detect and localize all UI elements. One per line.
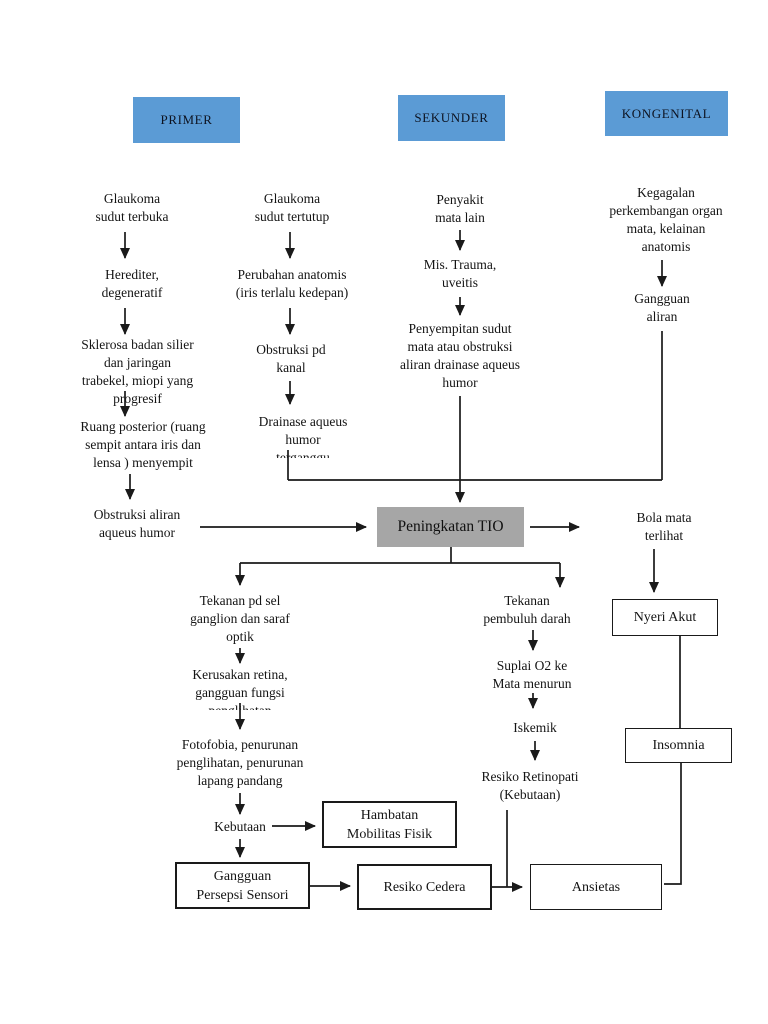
box-hambatan-mobilitas-fisik: Hambatan Mobilitas Fisik [322, 801, 457, 848]
line-insomnia-ansietas [664, 763, 682, 885]
node-kebutaan: Kebutaan [214, 819, 266, 834]
node-tekanan-pembuluh-darah: Tekanan pembuluh darah [483, 593, 571, 626]
node-glaukoma-sudut-tertutup: Glaukoma sudut tertutup [254, 191, 330, 224]
node-peningkatan-tio: Peningkatan TIO [377, 507, 524, 547]
node-herediter-degeneratif: Herediter, degeneratif [101, 267, 163, 300]
node-mis-trauma-uveitis: Mis. Trauma, uveitis [423, 257, 497, 290]
node-bola-mata-terlihat: Bola mata terlihat [636, 510, 692, 543]
node-resiko-retinopati: Resiko Retinopati (Kebutaan) [481, 769, 579, 802]
node-sklerosa-badan-silier: Sklerosa badan silier dan jaringan trabe… [81, 337, 194, 406]
node-glaukoma-sudut-terbuka: Glaukoma sudut terbuka [95, 191, 169, 224]
node-penyakit-mata-lain: Penyakit mata lain [435, 192, 485, 225]
node-penyempitan-sudut: Penyempitan sudut mata atau obstruksi al… [400, 321, 520, 390]
box-resiko-cedera: Resiko Cedera [357, 864, 492, 910]
box-insomnia: Insomnia [625, 728, 732, 763]
node-obstruksi-pd-kanal: Obstruksi pd kanal [256, 342, 326, 375]
node-gangguan-aliran: Gangguan aliran [634, 291, 690, 324]
box-ansietas: Ansietas [530, 864, 662, 910]
node-suplai-o2-menurun: Suplai O2 ke Mata menurun [492, 658, 572, 691]
header-primer: PRIMER [133, 97, 240, 143]
node-fotofobia: Fotofobia, penurunan penglihatan, penuru… [176, 737, 304, 788]
node-tekanan-sel-ganglion: Tekanan pd sel ganglion dan saraf optik [190, 593, 290, 644]
node-kegagalan-perkembangan: Kegagalan perkembangan organ mata, kelai… [609, 185, 723, 254]
node-obstruksi-aliran-aqueus: Obstruksi aliran aqueus humor [93, 507, 181, 540]
box-gangguan-persepsi-sensori: Gangguan Persepsi Sensori [175, 862, 310, 909]
header-kongenital: KONGENITAL [605, 91, 728, 136]
node-perubahan-anatomis: Perubahan anatomis (iris terlalu kedepan… [235, 267, 349, 300]
line-tio-split [240, 547, 560, 564]
node-iskemik: Iskemik [513, 720, 557, 735]
node-ruang-posterior: Ruang posterior (ruang sempit antara iri… [80, 419, 206, 470]
header-sekunder: SEKUNDER [398, 95, 505, 141]
node-kerusakan-retina: Kerusakan retina, gangguan fungsi pengli… [192, 667, 288, 710]
node-drainase-terganggu: Drainase aqueus humor terganggu [258, 414, 348, 458]
box-nyeri-akut: Nyeri Akut [612, 599, 718, 636]
